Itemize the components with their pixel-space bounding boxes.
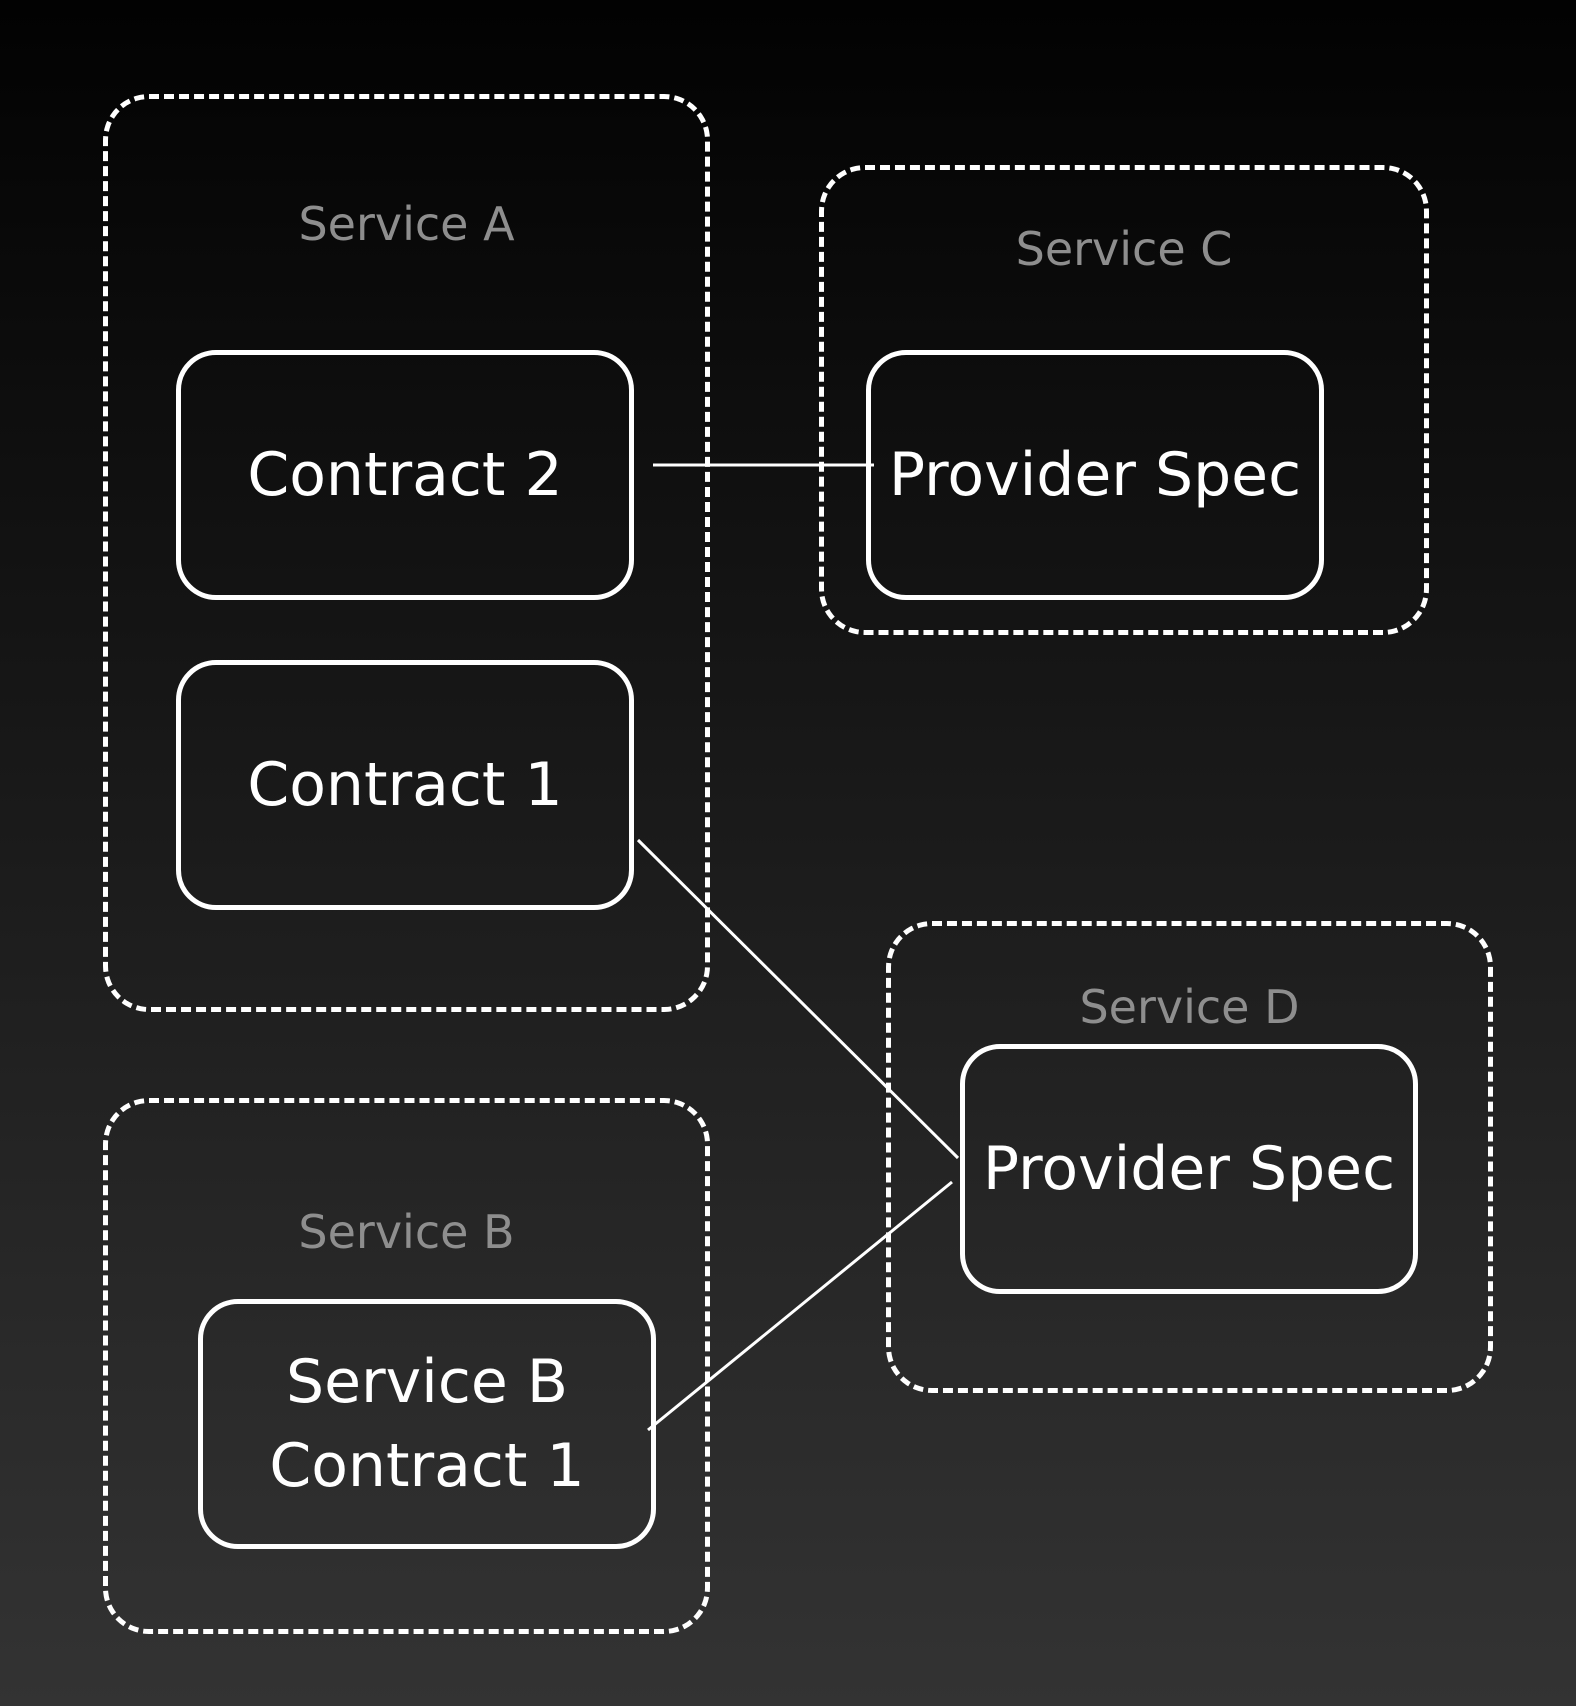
contract-1-label: Contract 1	[247, 750, 563, 820]
service-b-contract-1-label: Service B Contract 1	[269, 1347, 585, 1501]
provider-spec-c-node[interactable]: Provider Spec	[866, 350, 1324, 600]
contract-2-node[interactable]: Contract 2	[176, 350, 634, 600]
contract-2-label: Contract 2	[247, 440, 563, 510]
service-b-contract-1-node[interactable]: Service B Contract 1	[198, 1299, 656, 1549]
service-d-boundary: Service D	[886, 921, 1493, 1393]
service-a-boundary: Service A	[103, 94, 710, 1012]
service-d-label: Service D	[1079, 980, 1300, 1034]
service-b-label: Service B	[298, 1205, 515, 1259]
provider-spec-c-label: Provider Spec	[888, 440, 1302, 510]
provider-spec-d-label: Provider Spec	[982, 1134, 1396, 1204]
contract-1-node[interactable]: Contract 1	[176, 660, 634, 910]
service-a-label: Service A	[298, 197, 515, 251]
provider-spec-d-node[interactable]: Provider Spec	[960, 1044, 1418, 1294]
service-b-boundary: Service B	[103, 1098, 710, 1634]
service-c-label: Service C	[1015, 222, 1233, 276]
service-c-boundary: Service C	[819, 165, 1429, 635]
